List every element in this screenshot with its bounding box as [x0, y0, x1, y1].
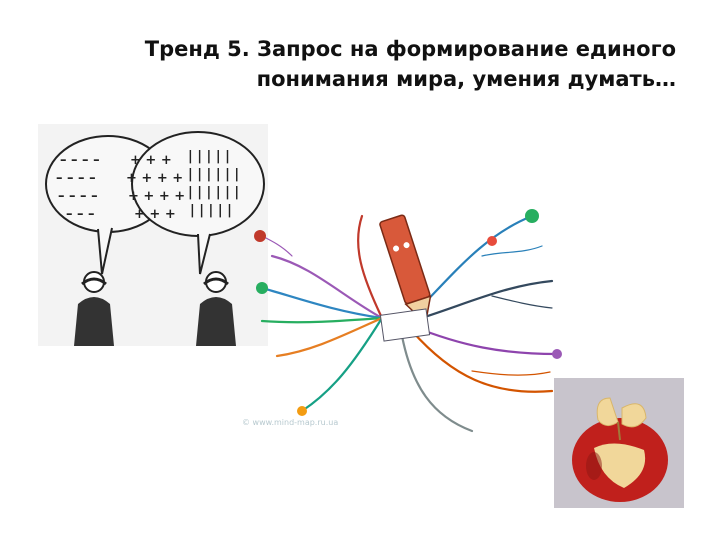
svg-text:– – – –: – – – – — [60, 153, 100, 168]
svg-text:– – – –: – – – – — [58, 189, 98, 204]
slide-title: Тренд 5. Запрос на формирование единого … — [76, 34, 676, 94]
apple-butterfly-image — [554, 378, 684, 508]
svg-text:| | | | |: | | | | | — [190, 203, 232, 218]
title-line-1: Тренд 5. Запрос на формирование единого — [144, 37, 676, 61]
svg-text:– – – –: – – – – — [56, 171, 96, 186]
title-line-2: понимания мира, умения думать… — [256, 67, 676, 91]
cartoon-image: – – – – – – – – – – – – – – – + + + + + … — [38, 124, 268, 346]
svg-text:| | | | | |: | | | | | | — [188, 185, 239, 200]
svg-text:+ + +: + + + — [134, 207, 176, 222]
mind-map-image — [254, 209, 562, 433]
mind-map-watermark: © www.mind-map.ru.ua — [242, 418, 339, 427]
svg-text:+ + +: + + + — [130, 153, 172, 168]
svg-text:+ + + +: + + + + — [128, 189, 185, 204]
svg-text:+ + + +: + + + + — [126, 171, 183, 186]
svg-text:| | | | | |: | | | | | | — [188, 167, 239, 182]
svg-text:– – –: – – – — [66, 207, 95, 222]
svg-text:| | | | |: | | | | | — [188, 149, 230, 164]
